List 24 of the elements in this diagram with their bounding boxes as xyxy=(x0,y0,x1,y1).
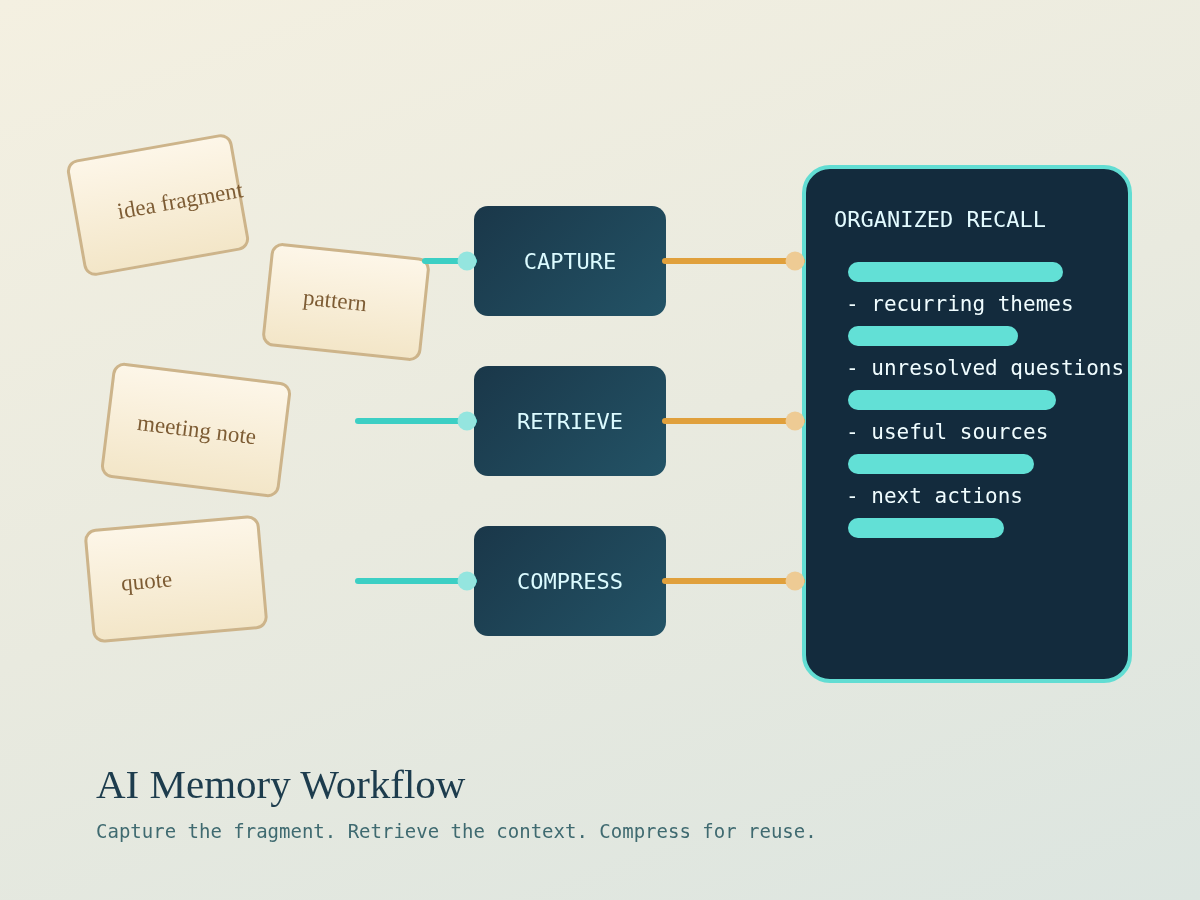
process-box xyxy=(474,366,666,476)
connector xyxy=(662,411,805,431)
note-text: idea fragment xyxy=(115,177,246,225)
note-text: quote xyxy=(120,566,174,597)
list-item: - next actions xyxy=(846,484,1023,508)
list-item: - recurring themes xyxy=(846,292,1074,316)
diagram-caption: Capture the fragment. Retrieve the context. Compress for reuse. xyxy=(96,820,817,842)
process-box xyxy=(474,526,666,636)
list-item: - useful sources xyxy=(846,420,1049,444)
connector xyxy=(662,251,805,271)
step-label: RETRIEVE xyxy=(517,408,623,434)
note-text: pattern xyxy=(301,284,369,318)
connector xyxy=(355,571,477,591)
process-box xyxy=(474,206,666,316)
note-text: meeting note xyxy=(135,409,258,451)
step-label: CAPTURE xyxy=(523,248,617,274)
recall-panel xyxy=(802,165,1132,683)
step-label: COMPRESS xyxy=(517,568,623,594)
connector xyxy=(662,571,805,591)
connector xyxy=(422,251,477,271)
connector xyxy=(355,411,477,431)
diagram-title: AI Memory Workflow xyxy=(96,760,466,808)
list-item: - unresolved questions xyxy=(846,356,1125,380)
panel-heading: ORGANIZED RECALL xyxy=(834,207,1046,232)
